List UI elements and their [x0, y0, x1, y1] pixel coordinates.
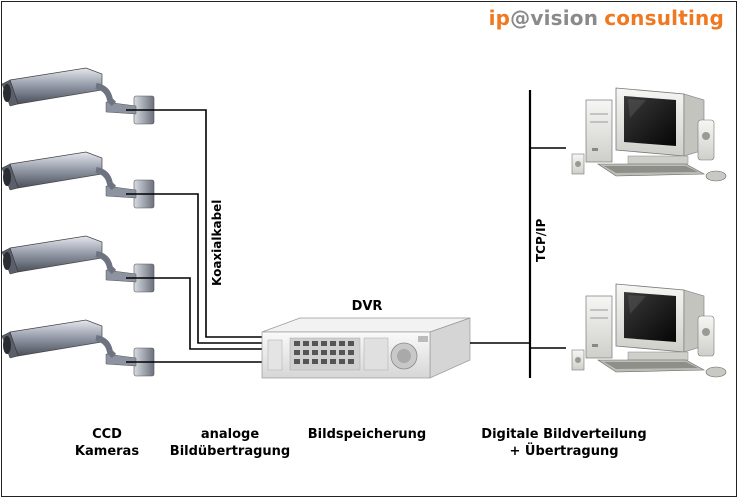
- coax-label: Koaxialkabel: [210, 199, 224, 286]
- analog-label-line1: analoge: [200, 427, 260, 442]
- storage-label: Bildspeicherung: [307, 427, 427, 442]
- ccd-label-line2: Kameras: [74, 444, 140, 459]
- ccd-camera-icon: [2, 236, 154, 292]
- ccd-camera-icon: [2, 320, 154, 376]
- ccd-camera-icon: [2, 68, 154, 124]
- analog-label-line2: Bildübertragung: [169, 444, 291, 459]
- coax-cables: [126, 109, 262, 363]
- brand-part-ip: ip: [488, 6, 511, 30]
- dvr-recorder-icon: [261, 317, 471, 379]
- digital-distribution-label: Digitale Bildverteilung + Übertragung: [470, 426, 658, 460]
- brand-part-consulting: consulting: [604, 6, 724, 30]
- digital-label-line2: + Übertragung: [509, 444, 619, 459]
- desktop-pc-icon: [571, 283, 727, 378]
- ccd-label-line1: CCD: [92, 427, 122, 442]
- ccd-cameras-label: CCD Kameras: [62, 426, 152, 460]
- analog-transfer-label: analoge Bildübertragung: [160, 426, 300, 460]
- brand-part-vision: @vision: [510, 6, 599, 30]
- ccd-camera-icon: [2, 152, 154, 208]
- digital-label-line1: Digitale Bildverteilung: [481, 427, 647, 442]
- dvr-label: DVR: [351, 299, 383, 314]
- tcpip-label: TCP/IP: [534, 218, 548, 262]
- desktop-pc-icon: [571, 87, 727, 182]
